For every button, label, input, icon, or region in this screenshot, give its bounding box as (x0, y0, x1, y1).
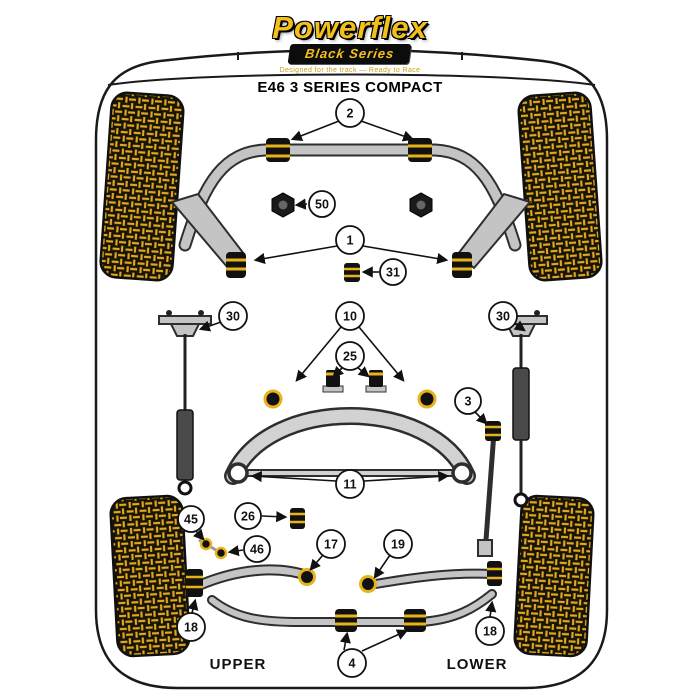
rear-lower-arm (359, 561, 502, 593)
callouts: 2 50 1 31 30 30 10 25 3 11 45 26 46 17 1… (176, 98, 518, 678)
top-mount-left (158, 310, 212, 337)
bushing-center-small (344, 263, 360, 282)
callout-46: 46 (243, 535, 271, 563)
svg-text:3: 3 (465, 395, 472, 409)
brand-logo: Powerflex Black Series Designed for the … (0, 10, 700, 74)
front-anti-roll-bar (178, 143, 522, 252)
callout-18-right: 18 (475, 616, 505, 646)
tire-front-left (99, 91, 185, 282)
callout-30-right: 30 (488, 301, 518, 331)
callout-45: 45 (177, 505, 205, 533)
callout-31: 31 (379, 258, 407, 286)
callout-50: 50 (308, 190, 336, 218)
callout-26: 26 (234, 502, 262, 530)
svg-text:10: 10 (343, 310, 357, 324)
svg-text:30: 30 (226, 310, 240, 324)
series-banner: Black Series (287, 44, 413, 64)
bushing-subframe-front-right (417, 389, 437, 409)
rear-upper-arm (186, 564, 316, 597)
bushing-26 (290, 508, 305, 529)
tire-front-right (517, 91, 603, 282)
svg-text:1: 1 (347, 234, 354, 248)
svg-text:25: 25 (343, 350, 357, 364)
svg-text:31: 31 (386, 266, 400, 280)
brand-tagline: Designed for the track — Ready to Race (279, 67, 421, 74)
shock-absorber-right (512, 334, 530, 508)
callout-4: 4 (337, 648, 367, 678)
svg-text:18: 18 (184, 621, 198, 635)
bushing-arb-left (266, 138, 290, 162)
callout-arrows (187, 120, 526, 652)
bushing-arm-right (452, 252, 472, 278)
link-rear-right (477, 421, 501, 557)
callout-2: 2 (335, 98, 365, 128)
label-upper: UPPER (210, 656, 267, 673)
callout-30-left: 30 (218, 301, 248, 331)
tire-rear-left (109, 494, 191, 658)
brand-name: Powerflex (272, 10, 428, 45)
svg-text:17: 17 (324, 538, 338, 552)
callout-19: 19 (383, 529, 413, 559)
callout-25: 25 (335, 341, 365, 371)
small-link-bushings (198, 537, 228, 560)
tire-rear-right (513, 494, 595, 658)
rear-anti-roll-bar (207, 589, 497, 632)
svg-text:45: 45 (184, 513, 198, 527)
model-title: E46 3 SERIES COMPACT (257, 79, 443, 96)
svg-text:50: 50 (315, 198, 329, 212)
svg-text:30: 30 (496, 310, 510, 324)
svg-text:19: 19 (391, 538, 405, 552)
svg-text:11: 11 (343, 478, 356, 492)
callout-1: 1 (335, 225, 365, 255)
svg-text:4: 4 (349, 657, 356, 671)
bushing-diff-mount-left (322, 370, 344, 393)
svg-text:26: 26 (241, 510, 255, 524)
nut-right (409, 192, 433, 218)
bushing-arm-left (226, 252, 246, 278)
label-lower: LOWER (447, 656, 508, 673)
bushing-subframe-front-left (263, 389, 283, 409)
callout-17: 17 (316, 529, 346, 559)
svg-text:46: 46 (250, 543, 264, 557)
bushing-diff-mount-right (365, 370, 387, 393)
nut-left (271, 192, 295, 218)
svg-text:18: 18 (483, 625, 497, 639)
callout-10: 10 (335, 301, 365, 331)
svg-text:2: 2 (347, 107, 354, 121)
callout-11: 11 (335, 469, 365, 499)
callout-18-left: 18 (176, 612, 206, 642)
callout-3: 3 (454, 387, 482, 415)
bushing-arb-right (408, 138, 432, 162)
shock-absorber-left (176, 334, 194, 496)
